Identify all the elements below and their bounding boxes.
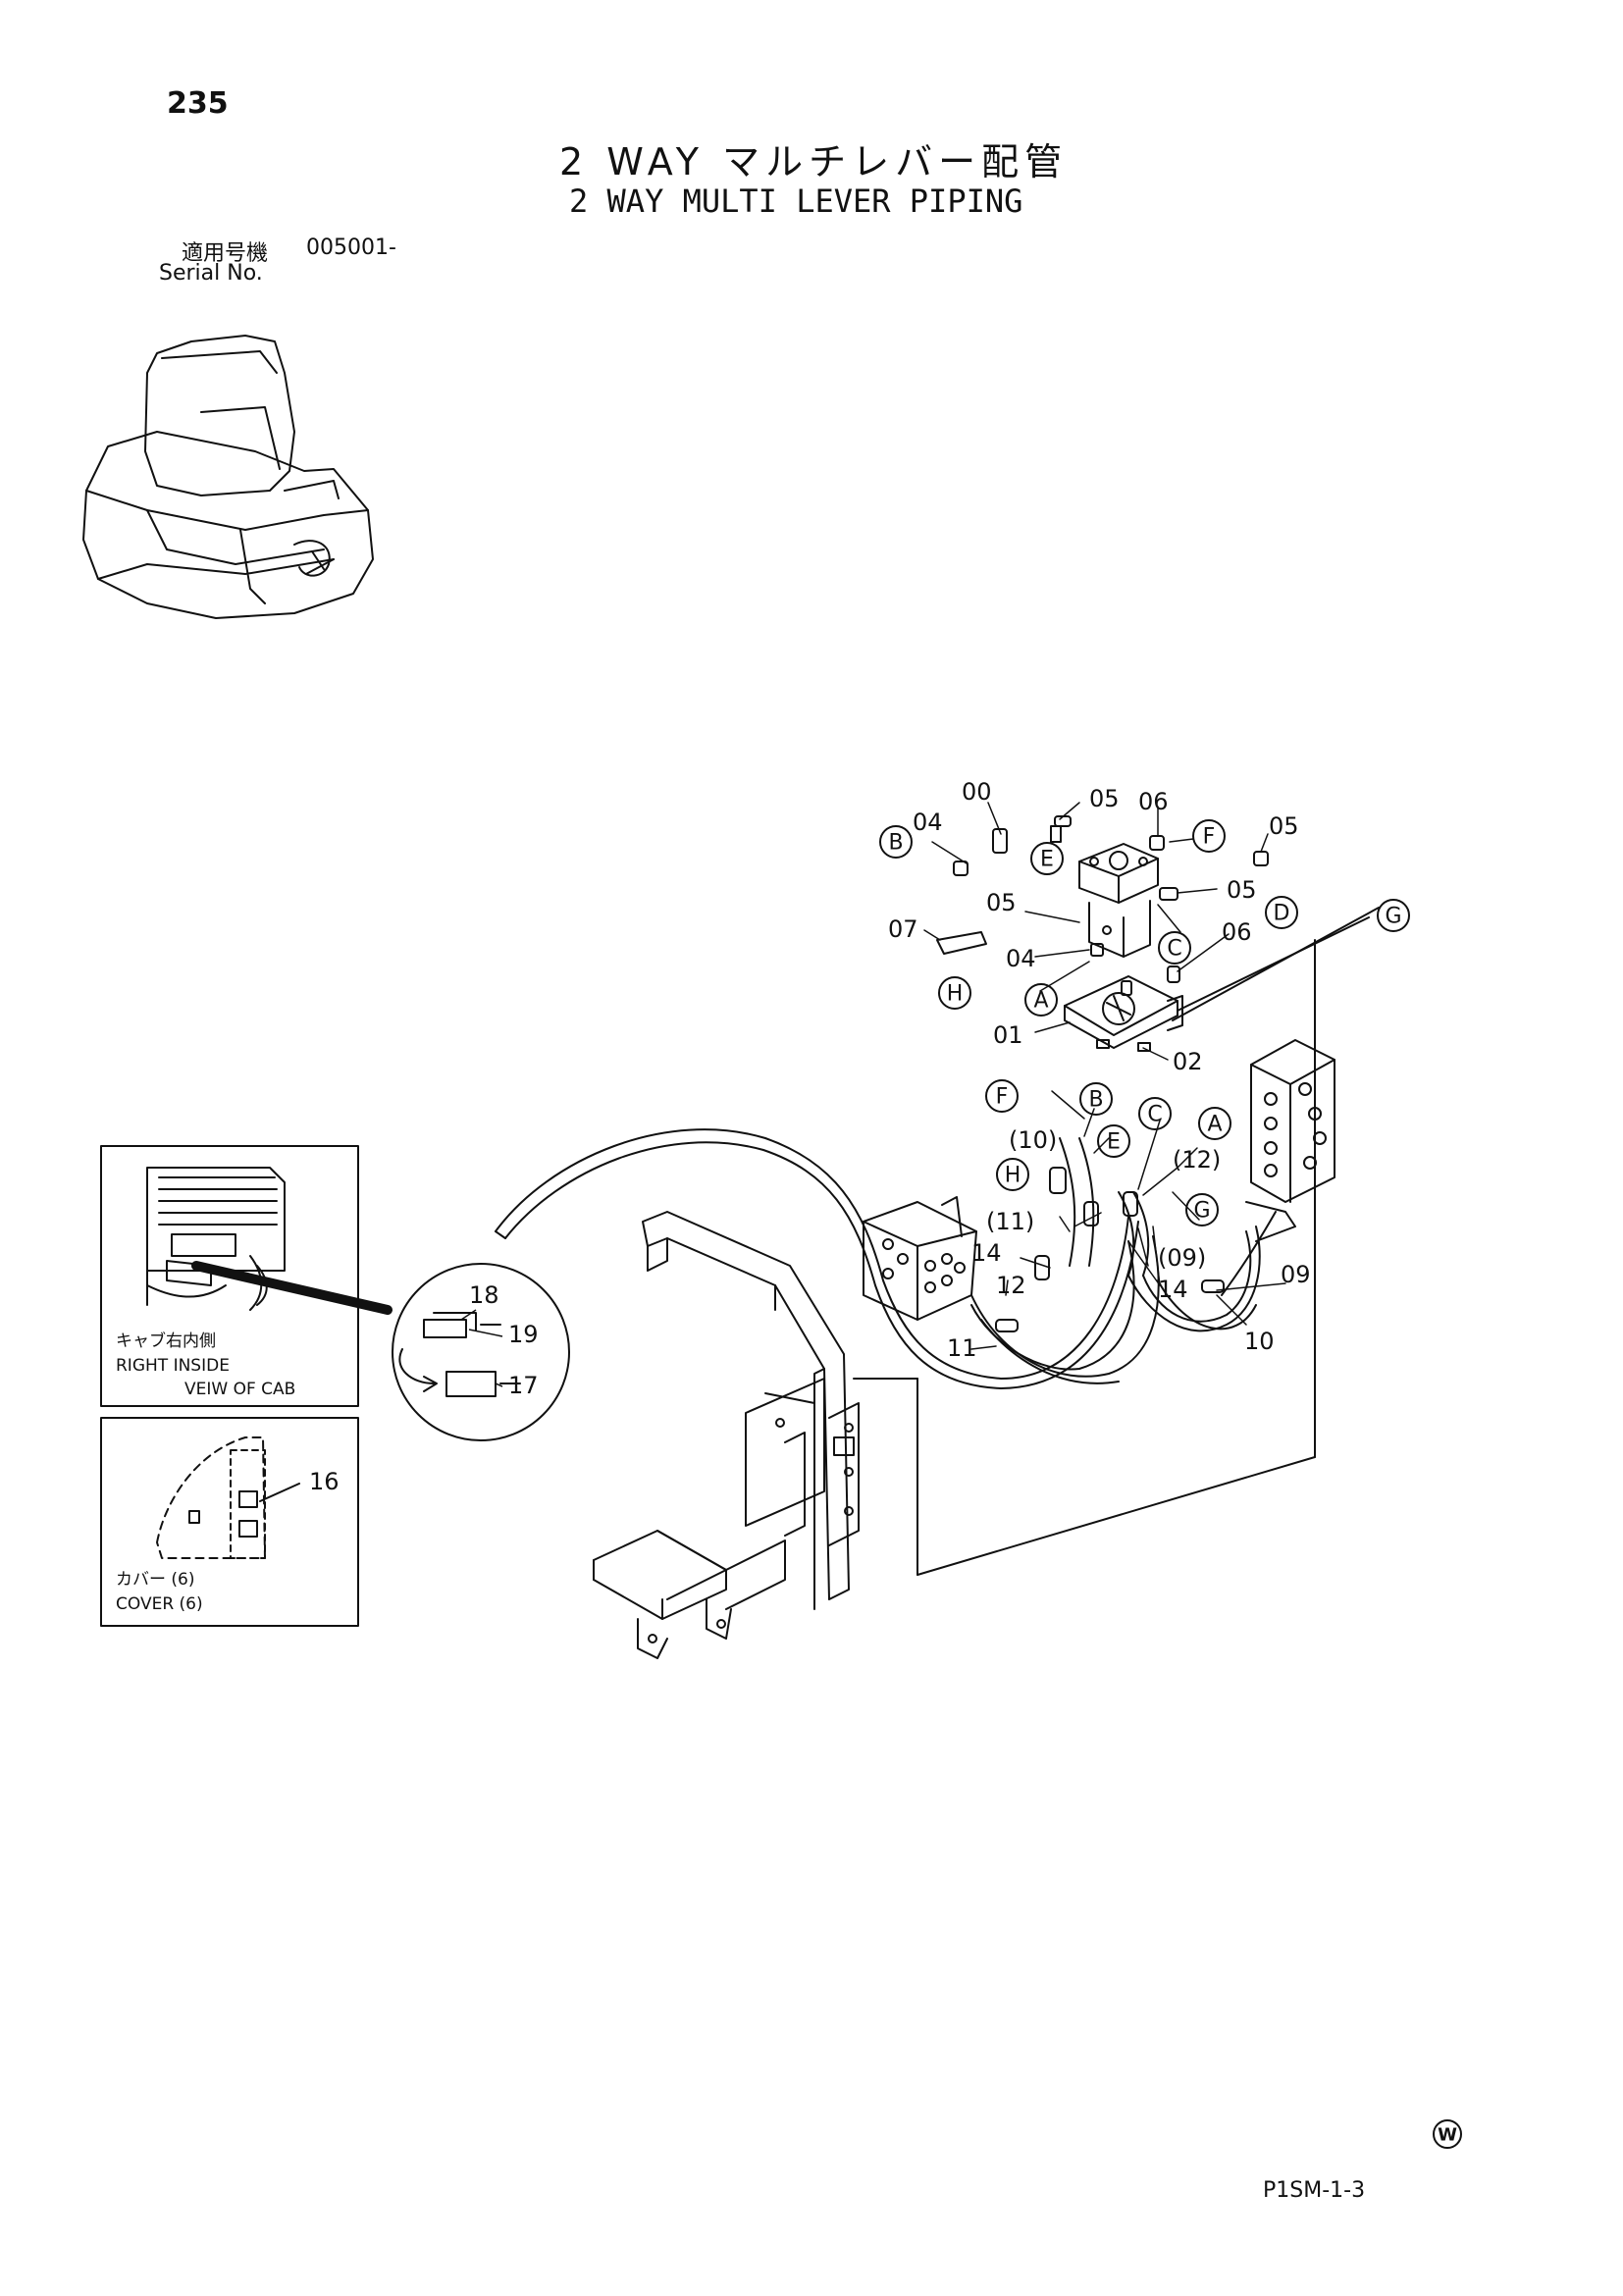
callout-04: 04 bbox=[913, 809, 943, 836]
circle-label-f: F bbox=[1203, 825, 1216, 850]
serial-label-jp: 適用号機 bbox=[182, 241, 269, 266]
footer-code: P1SM-1-3 bbox=[1263, 2178, 1366, 2203]
circle-label-d: D bbox=[1274, 902, 1290, 926]
title-japanese: 2 WAY マルチレバー配管 bbox=[559, 140, 1069, 183]
callout-17: 17 bbox=[508, 1372, 539, 1399]
callout-06: 06 bbox=[1222, 918, 1252, 946]
piping-boundary-lines bbox=[853, 907, 1380, 1576]
inset-cover-label-en: COVER (6) bbox=[116, 1594, 203, 1614]
callout-00: 00 bbox=[962, 778, 992, 806]
excavator-thumbnail bbox=[82, 335, 374, 619]
multi-lever-valve bbox=[936, 815, 1370, 1052]
inset-cab-label-jp: キャブ右内側 bbox=[116, 1331, 216, 1351]
callout-10-ref: (10) bbox=[1009, 1126, 1057, 1154]
page-number: 235 bbox=[167, 86, 229, 121]
callout-06: 06 bbox=[1138, 788, 1169, 815]
circle-label-c: C bbox=[1147, 1103, 1162, 1127]
callout-05: 05 bbox=[1089, 785, 1120, 812]
callout-14: 14 bbox=[971, 1239, 1002, 1267]
callout-05: 05 bbox=[1269, 812, 1299, 840]
circle-label-a: A bbox=[1033, 989, 1048, 1014]
callout-11: 11 bbox=[947, 1334, 977, 1362]
circle-label-c: C bbox=[1167, 937, 1181, 962]
right-manifold bbox=[1245, 1039, 1335, 1242]
serial-label-en: Serial No. bbox=[159, 261, 263, 286]
callout-19: 19 bbox=[508, 1321, 539, 1348]
title-english: 2 WAY MULTI LEVER PIPING bbox=[569, 183, 1023, 220]
inset-cab-view bbox=[100, 1145, 570, 1441]
circle-label-g: G bbox=[1385, 905, 1401, 929]
callout-01: 01 bbox=[993, 1021, 1023, 1049]
callout-16: 16 bbox=[309, 1468, 340, 1495]
circle-label-b: B bbox=[1088, 1088, 1103, 1113]
footer-mark: W bbox=[1438, 2125, 1457, 2146]
hoses bbox=[495, 1128, 1277, 1389]
callout-04: 04 bbox=[1006, 945, 1036, 972]
callout-09-ref: (09) bbox=[1158, 1244, 1206, 1272]
circle-label-a: A bbox=[1207, 1113, 1222, 1137]
inset-cab-label-en-1: RIGHT INSIDE bbox=[116, 1356, 230, 1376]
callout-18: 18 bbox=[469, 1281, 499, 1309]
circle-label-h: H bbox=[947, 982, 964, 1007]
inset-cab-label-en-2: VEIW OF CAB bbox=[184, 1380, 295, 1399]
callout-09: 09 bbox=[1281, 1261, 1311, 1288]
footer-mark-circle bbox=[1433, 2119, 1462, 2149]
callout-11-ref: (11) bbox=[986, 1208, 1034, 1235]
callout-05: 05 bbox=[1227, 876, 1257, 904]
callout-05: 05 bbox=[986, 889, 1017, 916]
circle-label-e: E bbox=[1107, 1130, 1121, 1155]
callout-12: 12 bbox=[996, 1272, 1026, 1299]
circle-label-b: B bbox=[888, 831, 903, 856]
serial-value: 005001- bbox=[306, 235, 396, 260]
callout-14: 14 bbox=[1158, 1276, 1188, 1303]
callout-10: 10 bbox=[1244, 1328, 1275, 1355]
circle-label-e: E bbox=[1040, 848, 1054, 872]
inset-cover-label-jp: カバー (6) bbox=[116, 1570, 194, 1590]
callout-07: 07 bbox=[888, 915, 918, 943]
circle-label-h: H bbox=[1005, 1164, 1021, 1188]
callout-02: 02 bbox=[1173, 1048, 1203, 1075]
callout-12-ref: (12) bbox=[1173, 1146, 1221, 1174]
circle-label-g: G bbox=[1193, 1199, 1210, 1224]
bracket-frame bbox=[593, 1211, 860, 1659]
inset-cover-view bbox=[100, 1417, 359, 1627]
circle-label-f: F bbox=[996, 1085, 1009, 1110]
